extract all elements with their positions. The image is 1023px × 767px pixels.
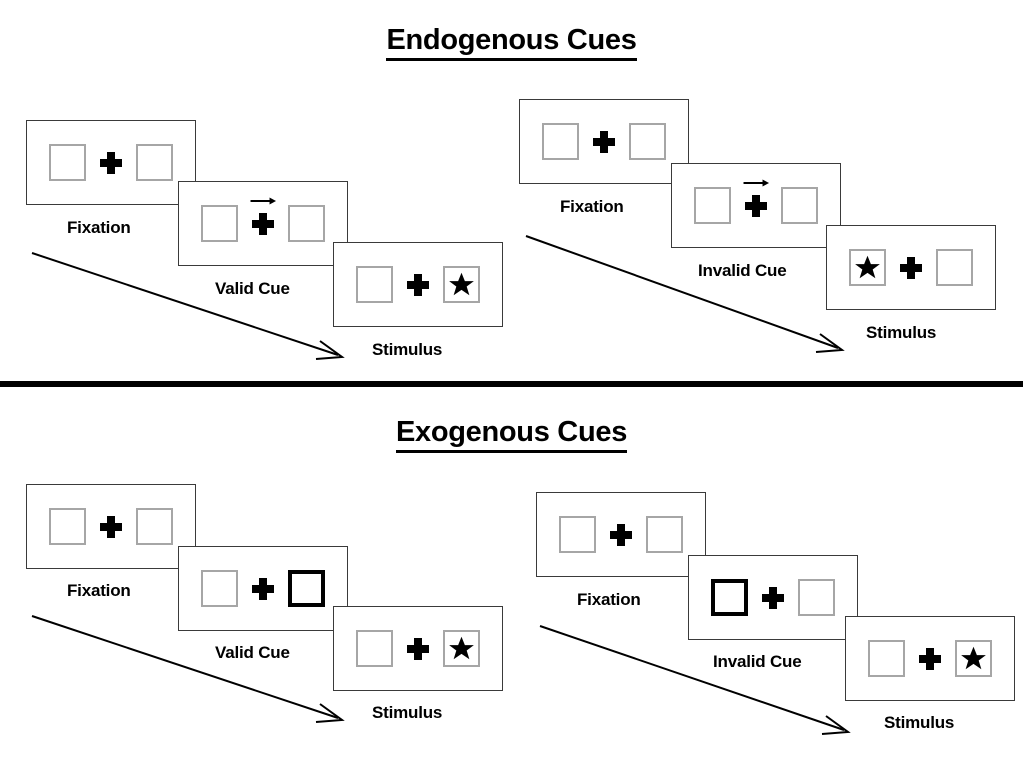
panel-endogenous-valid-cue — [178, 181, 348, 266]
panel-exogenous-valid-cue — [178, 546, 348, 631]
stimulus-box-right — [955, 640, 992, 677]
caption-exogenous-invalid-fixation: Fixation — [577, 590, 641, 609]
section-title-endogenous: Endogenous Cues — [0, 24, 1023, 61]
fixation-cross-icon — [743, 179, 770, 217]
fixation-cross-icon — [919, 647, 941, 670]
star-icon — [449, 272, 474, 296]
fixation-cross-icon — [762, 586, 784, 609]
caption-exogenous-valid-cue: Valid Cue — [215, 643, 290, 662]
fixation-cross-icon — [252, 577, 274, 600]
panel-endogenous-invalid-cue — [671, 163, 841, 248]
caption-exogenous-invalid-cue: Invalid Cue — [713, 652, 802, 671]
placeholder-box-left — [356, 630, 393, 667]
placeholder-box-right — [136, 508, 173, 545]
star-icon — [961, 646, 986, 670]
placeholder-box-right — [781, 187, 818, 224]
caption-exogenous-valid-stimulus: Stimulus — [372, 703, 443, 722]
placeholder-box-left — [694, 187, 731, 224]
placeholder-box-left — [49, 144, 86, 181]
placeholder-box-left — [542, 123, 579, 160]
panel-endogenous-valid-fixation — [26, 120, 196, 205]
panel-endogenous-invalid-fixation — [519, 99, 689, 184]
star-icon — [449, 636, 474, 660]
caption-endogenous-valid-stimulus: Stimulus — [372, 340, 443, 359]
caption-exogenous-valid-fixation: Fixation — [67, 581, 131, 600]
panel-exogenous-valid-fixation — [26, 484, 196, 569]
section-title-endogenous-text: Endogenous Cues — [386, 24, 637, 61]
cue-box-right — [288, 570, 325, 607]
fixation-cross-icon — [100, 151, 122, 174]
caption-endogenous-invalid-stimulus: Stimulus — [866, 323, 937, 342]
caption-endogenous-valid-fixation: Fixation — [67, 218, 131, 237]
placeholder-box-right — [936, 249, 973, 286]
stimulus-box-right — [443, 630, 480, 667]
placeholder-box-left — [559, 516, 596, 553]
panel-exogenous-invalid-cue — [688, 555, 858, 640]
fixation-cross-icon — [900, 256, 922, 279]
fixation-cross-icon — [100, 515, 122, 538]
placeholder-box-right — [798, 579, 835, 616]
fixation-cross-icon — [610, 523, 632, 546]
panel-endogenous-valid-stimulus — [333, 242, 503, 327]
stimulus-box-left — [849, 249, 886, 286]
placeholder-box-right — [629, 123, 666, 160]
section-title-exogenous: Exogenous Cues — [0, 416, 1023, 453]
cue-box-left — [711, 579, 748, 616]
section-title-exogenous-text: Exogenous Cues — [395, 416, 627, 453]
panel-exogenous-invalid-fixation — [536, 492, 706, 577]
placeholder-box-left — [201, 570, 238, 607]
sequence-arrow-icon — [525, 235, 845, 353]
panel-endogenous-invalid-stimulus — [826, 225, 996, 310]
section-divider — [0, 381, 1023, 387]
caption-exogenous-invalid-stimulus: Stimulus — [884, 713, 955, 732]
fixation-cross-icon — [250, 197, 277, 235]
placeholder-box-left — [201, 205, 238, 242]
placeholder-box-left — [356, 266, 393, 303]
placeholder-box-right — [646, 516, 683, 553]
star-icon — [855, 255, 880, 279]
fixation-cross-icon — [593, 130, 615, 153]
stimulus-box-right — [443, 266, 480, 303]
caption-endogenous-invalid-cue: Invalid Cue — [698, 261, 787, 280]
caption-endogenous-invalid-fixation: Fixation — [560, 197, 624, 216]
right-arrow-icon — [250, 197, 277, 204]
fixation-cross-icon — [407, 273, 429, 296]
placeholder-box-right — [288, 205, 325, 242]
placeholder-box-right — [136, 144, 173, 181]
placeholder-box-left — [868, 640, 905, 677]
fixation-cross-icon — [407, 637, 429, 660]
caption-endogenous-valid-cue: Valid Cue — [215, 279, 290, 298]
panel-exogenous-invalid-stimulus — [845, 616, 1015, 701]
right-arrow-icon — [743, 179, 770, 186]
placeholder-box-left — [49, 508, 86, 545]
panel-exogenous-valid-stimulus — [333, 606, 503, 691]
